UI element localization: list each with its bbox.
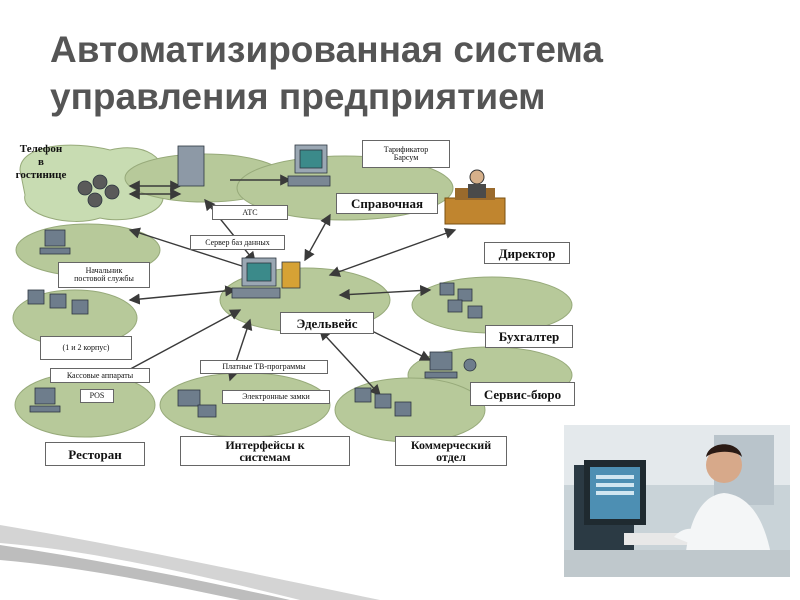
- computer-icons: [27, 144, 483, 418]
- hotel-phones-icon: [77, 174, 120, 208]
- reception-label: Справочная: [336, 193, 438, 214]
- db-server-label: Сервер баз данных: [190, 235, 285, 250]
- title-line-2: управления предприятием: [50, 76, 546, 117]
- decorative-swoosh: [0, 525, 380, 600]
- tarif-label: Тарификатор Барсум: [362, 140, 450, 168]
- commercial-computers-icon: [354, 387, 412, 417]
- pay-tv-label: Платные ТВ-программы: [200, 360, 328, 374]
- director-figure: [444, 169, 506, 225]
- accountant-computers-icon: [439, 282, 483, 319]
- hotel-phones-label: Телефон в гостинице: [15, 143, 67, 181]
- service-computer-icon: [424, 351, 477, 379]
- interfaces-computer-icon: [177, 389, 217, 418]
- pos-label: POS: [80, 389, 114, 403]
- interfaces-label: Интерфейсы к системам: [180, 436, 350, 466]
- restaurant-label: Ресторан: [45, 442, 145, 466]
- accountant-label: Бухгалтер: [485, 325, 573, 348]
- title-line-1: Автоматизированная система: [50, 29, 603, 70]
- operator-at-computer-photo: [564, 425, 790, 577]
- ats-server-icon: [177, 145, 205, 187]
- e-locks-label: Электронные замки: [222, 390, 330, 404]
- floors-computers-icon: [27, 289, 89, 315]
- commercial-label: Коммерческий отдел: [395, 436, 507, 466]
- ats-label: АТС: [212, 205, 288, 220]
- guard-computer-icon: [39, 229, 71, 255]
- edelweiss-label: Эдельвейс: [280, 312, 374, 334]
- guard-chief-label: Начальник постовой службы: [58, 262, 150, 288]
- restaurant-computer-icon: [29, 387, 61, 413]
- floors-label: (1 и 2 корпус): [40, 336, 132, 360]
- cash-registers-label: Кассовые аппараты: [50, 368, 150, 383]
- director-label: Директор: [484, 242, 570, 264]
- service-bureau-label: Сервис-бюро: [470, 382, 575, 406]
- slide-title: Автоматизированная система управления пр…: [50, 26, 750, 120]
